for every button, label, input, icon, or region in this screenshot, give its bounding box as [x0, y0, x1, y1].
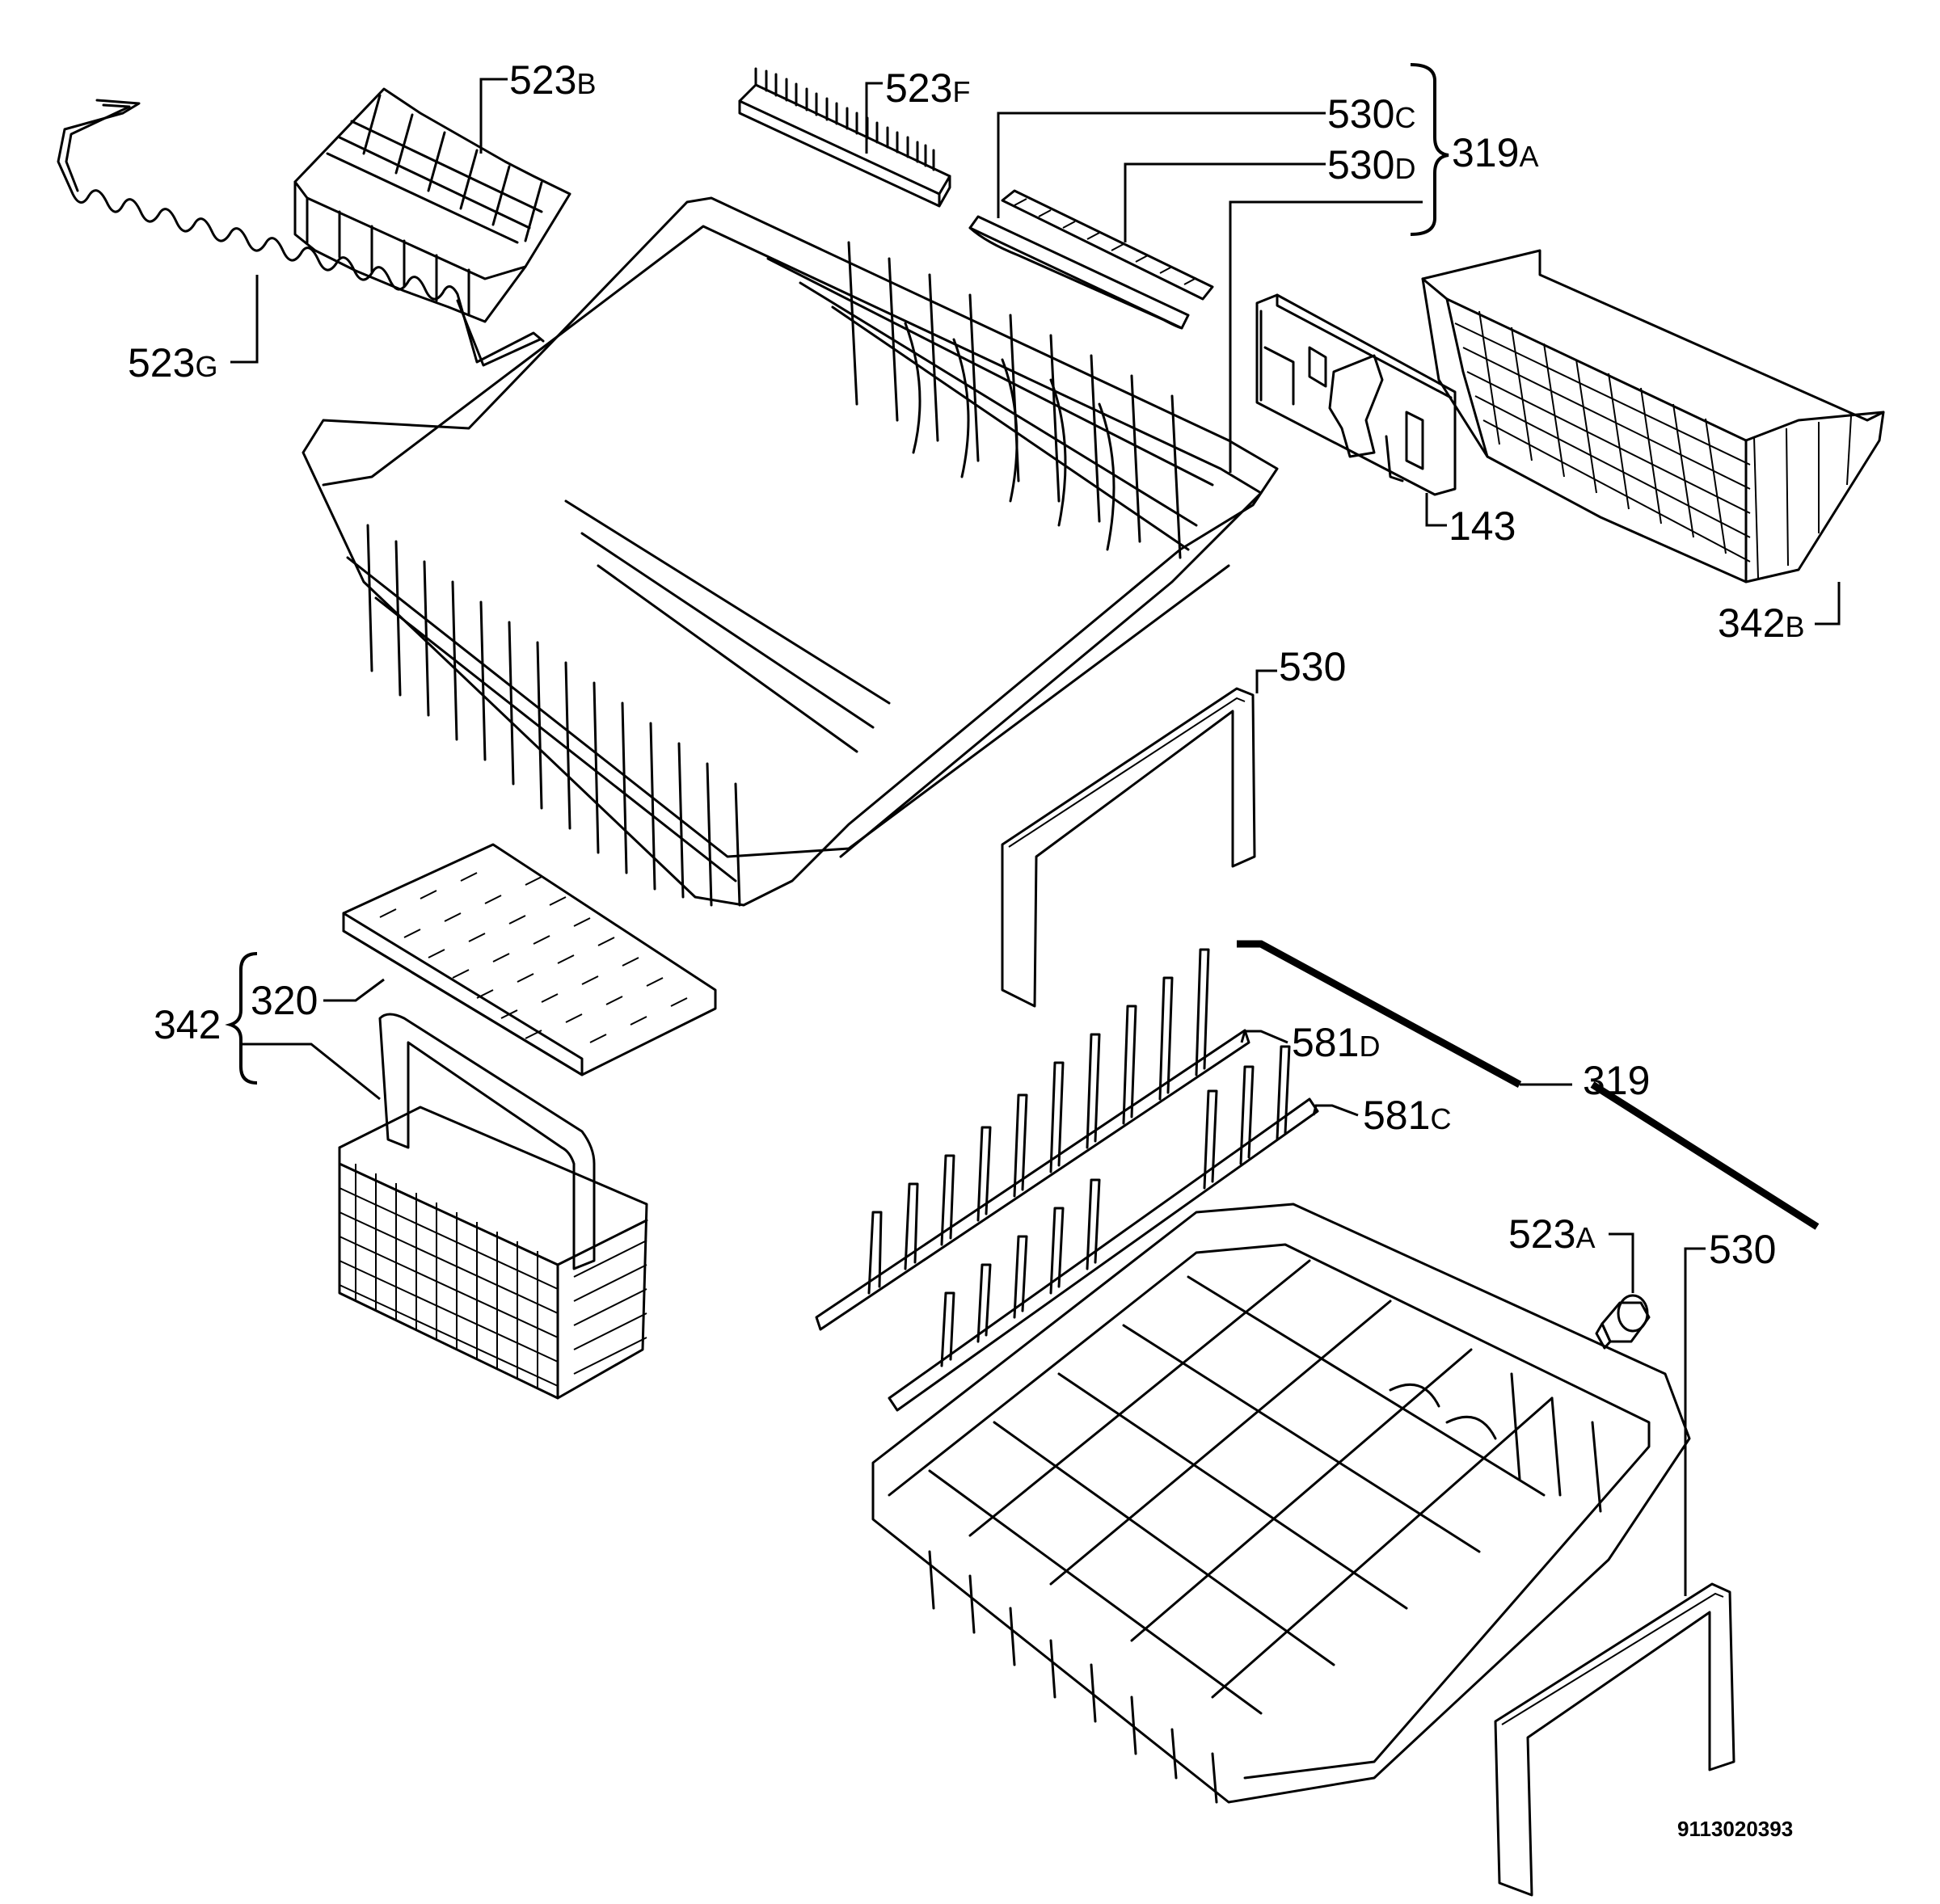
label-319a: 319A — [1452, 130, 1538, 175]
part-530-upper-handle — [1001, 687, 1256, 1008]
label-319: 319 — [1583, 1058, 1650, 1103]
label-320: 320 — [251, 978, 318, 1023]
label-581d: 581D — [1292, 1020, 1380, 1065]
rail-319 — [1237, 940, 1820, 1230]
part-581d-tine-row — [815, 948, 1250, 1331]
part-523f-comb — [738, 67, 951, 208]
label-342: 342 — [154, 1002, 221, 1047]
part-342-cutlery-basket — [338, 1013, 648, 1400]
brace-342 — [225, 952, 258, 1085]
part-581c-tine-row — [888, 1045, 1319, 1412]
label-523g: 523G — [128, 340, 217, 385]
label-523a: 523A — [1508, 1211, 1595, 1257]
label-530c: 530C — [1327, 91, 1415, 137]
leader-lines — [230, 78, 1841, 1596]
label-143: 143 — [1449, 503, 1516, 549]
brace-319a — [1410, 63, 1449, 236]
part-523g-wire — [57, 99, 545, 367]
part-523a-wheel — [1595, 1294, 1651, 1350]
part-lower-basket — [871, 1203, 1691, 1804]
part-143-bracket — [1255, 293, 1457, 496]
label-342b: 342B — [1718, 600, 1804, 646]
label-523f: 523F — [885, 65, 970, 111]
part-upper-basket — [302, 196, 1279, 907]
part-530c-530d-strips — [968, 189, 1214, 330]
part-320-cutlery-grid — [342, 843, 717, 1076]
part-523b-cup-rack — [293, 87, 571, 323]
label-523b: 523B — [509, 57, 596, 103]
label-530-upper: 530 — [1279, 644, 1346, 689]
part-530-lower-handle — [1494, 1582, 1735, 1897]
document-number: 9113020393 — [1677, 1817, 1793, 1841]
label-581c: 581C — [1363, 1093, 1451, 1138]
label-530-lower: 530 — [1709, 1227, 1776, 1272]
part-342b-basket — [1421, 249, 1885, 583]
label-530d: 530D — [1327, 142, 1415, 187]
